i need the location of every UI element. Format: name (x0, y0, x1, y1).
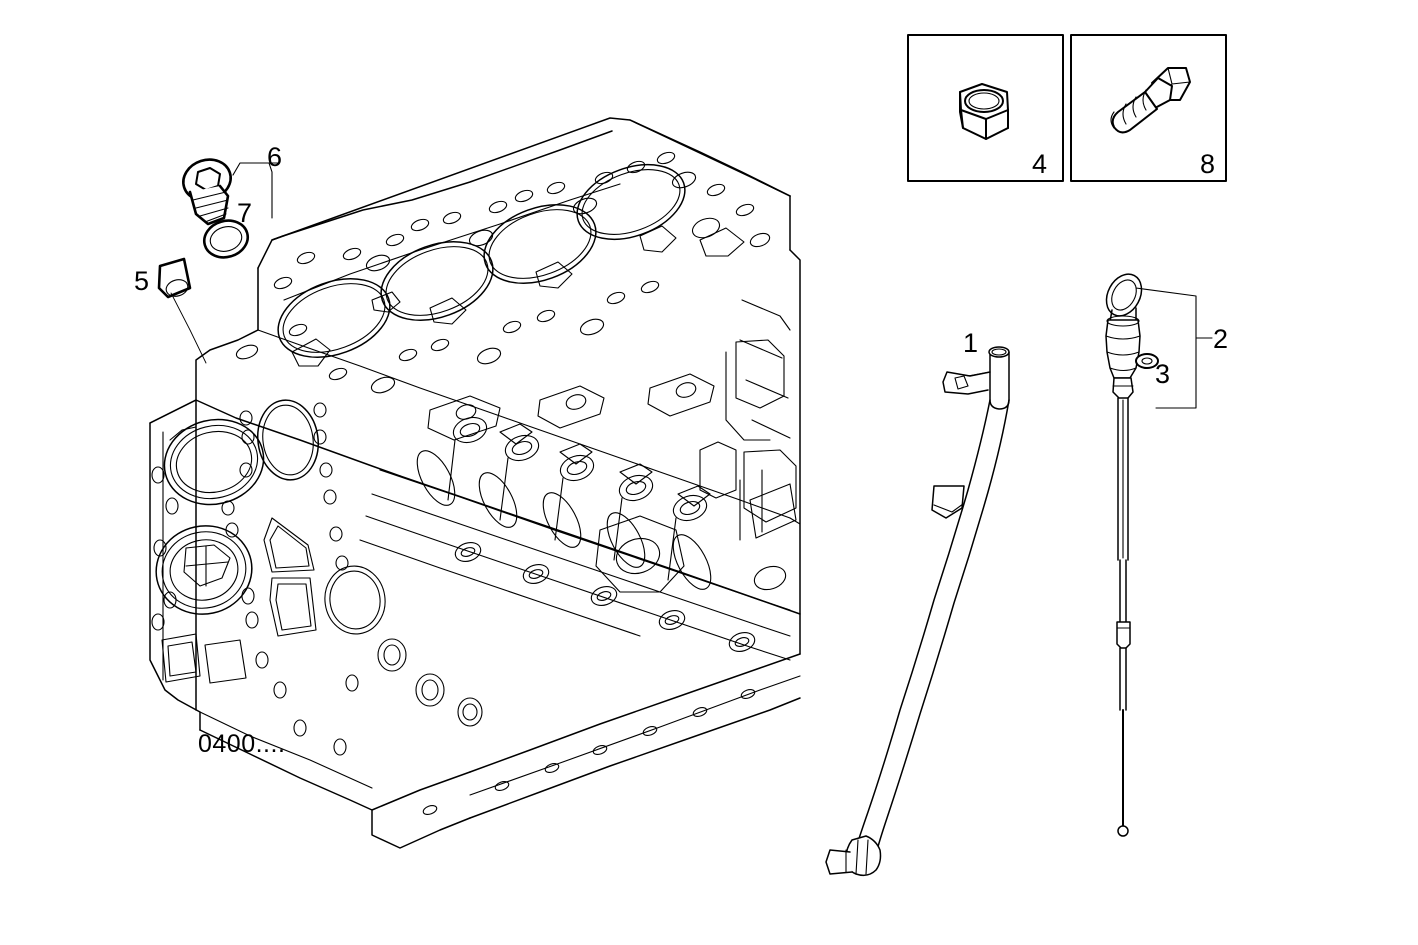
side-ovals (416, 450, 712, 590)
part-hollow-bolt-8 (1110, 67, 1191, 134)
part-o-ring-3 (1135, 353, 1159, 369)
callout-number-5: 5 (134, 266, 149, 296)
block-pan-rail (199, 653, 801, 849)
block-front-face (149, 399, 483, 756)
cylinder-bores (277, 163, 686, 358)
callout-number-3: 3 (1155, 359, 1170, 389)
guide-tube-end-fitting (825, 835, 882, 877)
deck-pockets (291, 225, 745, 367)
block-side-face (359, 249, 801, 661)
callout-number-6: 6 (267, 142, 282, 172)
inset-label-8: 8 (1200, 149, 1215, 179)
callout-number-2: 2 (1213, 324, 1228, 354)
callout-number-1: 1 (963, 328, 978, 358)
block-reference-label: 0400.... (198, 730, 285, 758)
side-bosses-upper (452, 416, 708, 522)
inset-box-hex-nut: 4 (907, 34, 1064, 182)
part-seal-ring-7 (202, 219, 250, 259)
inset-label-4: 4 (1032, 149, 1047, 179)
side-webbing (447, 423, 711, 581)
callout-number-7: 7 (237, 198, 252, 228)
part-dowel-sleeve-5 (157, 257, 207, 364)
part-guide-tube-1 (825, 346, 1010, 877)
callout-bracket-6-7 (232, 162, 280, 219)
callout-bracket-2 (1135, 287, 1213, 409)
side-bosses-lower (454, 541, 756, 653)
inset-box-hollow-bolt: 8 (1070, 34, 1227, 182)
part-hex-nut-4 (959, 83, 1009, 140)
block-rear-face (725, 179, 797, 523)
part-dipstick-2 (1105, 273, 1143, 837)
deck-holes (235, 151, 771, 394)
cylinder-block: 0400.... (149, 117, 801, 849)
part-screw-plug-6 (182, 158, 232, 226)
